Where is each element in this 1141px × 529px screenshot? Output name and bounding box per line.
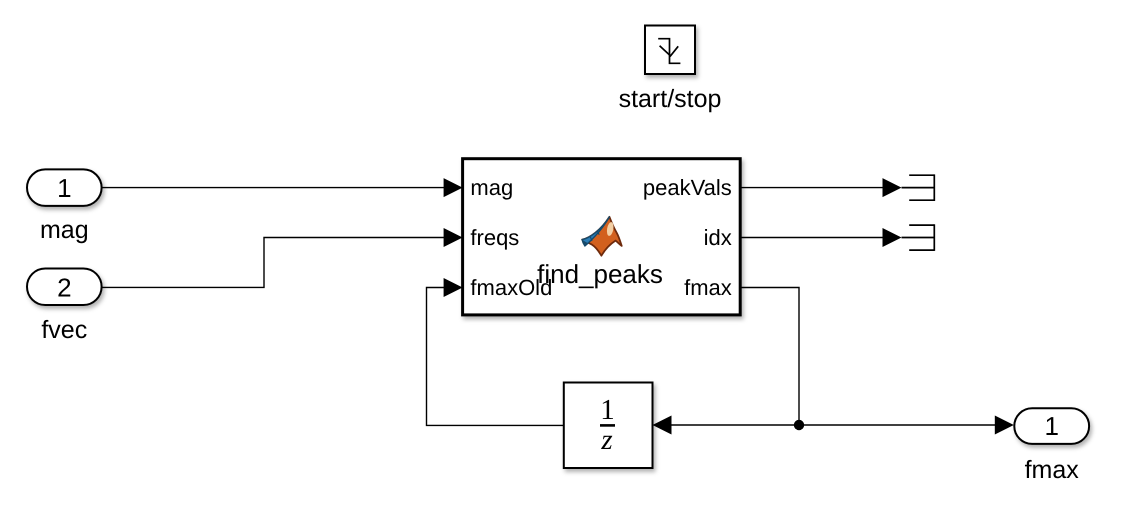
- wire-branch-dot[interactable]: [793, 419, 805, 431]
- output-port-label-peakvals: peakVals: [643, 175, 732, 200]
- inport-fvec-label[interactable]: fvec: [41, 316, 87, 344]
- matlab-function-block-shape[interactable]: [461, 157, 742, 317]
- inport-mag-number: 1: [57, 173, 71, 203]
- matlab-function-name[interactable]: find_peaks: [537, 259, 663, 289]
- wire-feedback-arrowhead: [443, 278, 463, 297]
- outport-fmax-label[interactable]: fmax: [1025, 456, 1080, 484]
- output-port-label-fmax: fmax: [684, 275, 732, 300]
- outport-fmax-number: 1: [1044, 411, 1058, 441]
- wire-outport-arrowhead: [994, 415, 1014, 435]
- unconnected-port-stub-icon[interactable]: [901, 224, 936, 251]
- inport-fvec-shape[interactable]: [26, 267, 103, 306]
- falling-edge-trigger-icon: [658, 37, 681, 65]
- inport-mag-label[interactable]: mag: [40, 216, 89, 244]
- unconnected-port-stub-icon[interactable]: [901, 174, 936, 202]
- unit-delay-numerator: 1: [600, 394, 615, 426]
- input-port-label-freqs: freqs: [470, 225, 519, 250]
- wire-peakvals-arrowhead: [882, 178, 902, 198]
- matlab-logo-icon: [581, 215, 623, 257]
- wire-feedback[interactable]: [425, 286, 564, 427]
- output-port-label-idx: idx: [704, 225, 732, 250]
- wire-fvec-arrowhead: [443, 228, 463, 247]
- matlab-function-block[interactable]: mag freqs fmaxOld peakVals idx fmax find…: [461, 157, 742, 317]
- input-port-label-mag: mag: [470, 175, 513, 200]
- unit-delay-block[interactable]: 1 z: [562, 381, 654, 469]
- wires: [101, 174, 1014, 435]
- input-port-label-fmaxold: fmaxOld: [470, 275, 552, 300]
- inport-fvec-block[interactable]: 2 fvec: [26, 267, 103, 345]
- unit-delay-denominator: z: [600, 424, 612, 456]
- inport-mag-shape[interactable]: [26, 168, 103, 207]
- start-stop-label[interactable]: start/stop: [619, 85, 722, 113]
- wire-idx-arrowhead: [882, 228, 902, 247]
- wire-fmax-out[interactable]: [740, 286, 800, 426]
- inport-fvec-number: 2: [57, 272, 71, 302]
- wire-mag-arrowhead: [443, 178, 463, 198]
- outport-fmax-block[interactable]: 1 fmax: [1013, 407, 1091, 484]
- start-stop-block[interactable]: start/stop: [619, 24, 722, 114]
- wire-fvec[interactable]: [101, 236, 445, 289]
- outport-fmax-shape[interactable]: [1013, 407, 1091, 445]
- wire-delay-arrowhead: [652, 415, 672, 435]
- inport-mag-block[interactable]: 1 mag: [26, 168, 103, 244]
